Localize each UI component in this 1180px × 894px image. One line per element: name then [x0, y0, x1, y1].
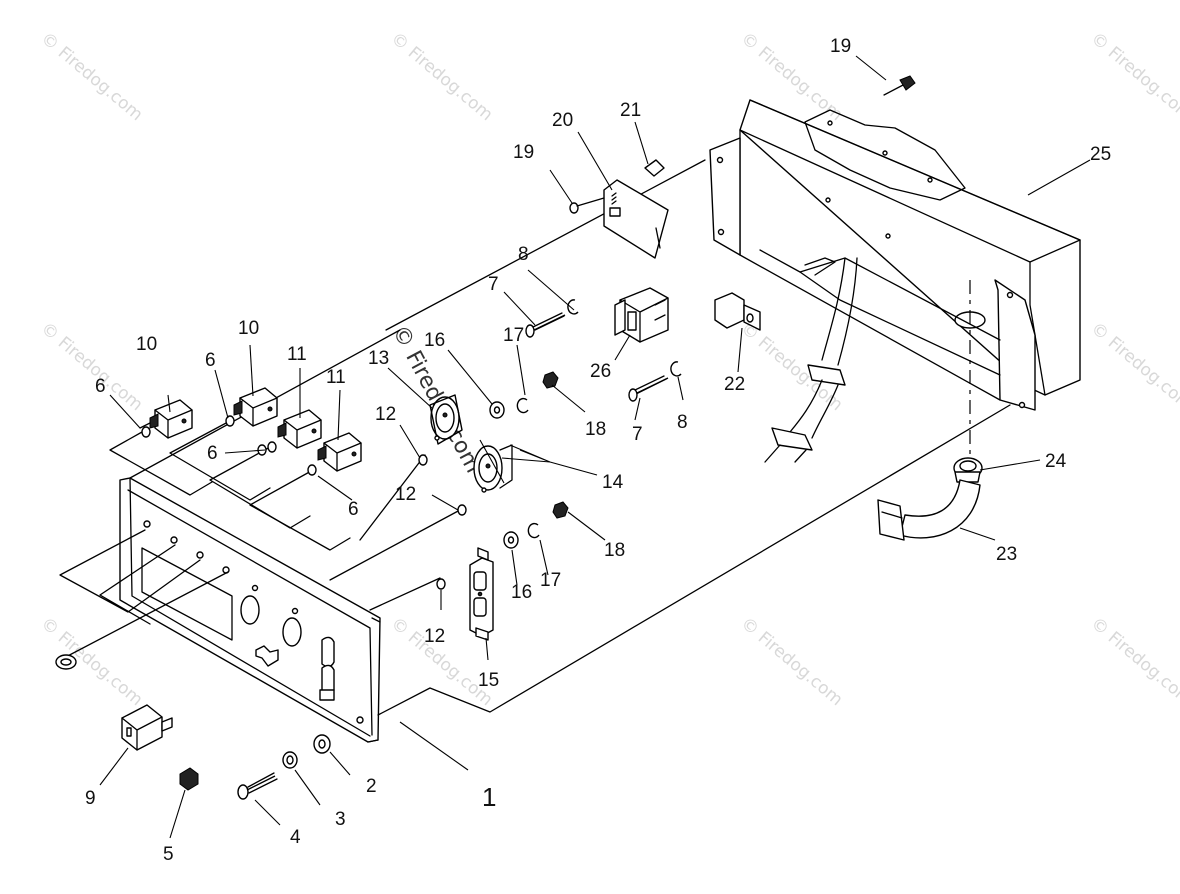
rocker-switch-9 — [121, 704, 173, 751]
callout-16b: 16 — [511, 582, 532, 603]
callout-11a: 11 — [287, 344, 307, 365]
callout-19a: 19 — [830, 36, 851, 57]
screw-19a — [569, 197, 605, 214]
callout-16a: 16 — [424, 330, 445, 351]
callout-23: 23 — [996, 544, 1017, 565]
callout-6d: 6 — [348, 499, 359, 520]
callout-21: 21 — [620, 100, 641, 121]
switch-part-10a — [139, 399, 193, 439]
wiring-guide-lines — [59, 421, 461, 661]
callout-25: 25 — [1090, 144, 1111, 165]
callout-14: 14 — [602, 472, 624, 493]
callout-18a: 18 — [585, 419, 606, 440]
callout-8a: 8 — [518, 244, 529, 265]
watermark-text: © Firedog.com — [1087, 319, 1180, 416]
callout-12c: 12 — [424, 626, 445, 647]
watermark-text: © Firedog.com — [37, 319, 147, 416]
callout-24: 24 — [1045, 451, 1067, 472]
grommet-24 — [953, 457, 983, 483]
screw-4 — [237, 772, 278, 800]
callout-7b: 7 — [632, 424, 643, 445]
watermark-text: © Firedog.com — [387, 29, 497, 126]
control-panel — [119, 477, 381, 743]
screws-7-washers-8 — [525, 299, 682, 402]
callout-11b: 11 — [326, 367, 346, 388]
spacer-21 — [644, 159, 665, 177]
callout-4: 4 — [290, 827, 301, 848]
screw-19b — [883, 75, 916, 96]
callout-15: 15 — [478, 670, 499, 691]
washer-2 — [313, 734, 331, 754]
hose-23 — [877, 479, 981, 541]
grommet-left — [55, 654, 77, 670]
watermark-text: © Firedog.com — [1087, 29, 1180, 126]
callout-6b: 6 — [205, 350, 216, 371]
callout-22: 22 — [724, 374, 745, 395]
callout-labels: 1 2 3 4 5 6 6 6 6 7 7 8 8 9 10 10 11 11 … — [85, 36, 1111, 865]
watermark-text: © Firedog.com — [737, 614, 847, 711]
hardware-12-16-17-18 — [418, 371, 569, 590]
callout-1: 1 — [482, 782, 496, 812]
watermark-text: © Firedog.com — [1087, 614, 1180, 711]
plug-5 — [179, 767, 199, 791]
callout-12a: 12 — [375, 404, 396, 425]
housing-box — [709, 99, 1081, 463]
circuit-board-20 — [603, 179, 669, 259]
callout-2: 2 — [366, 776, 377, 797]
switch-part-11a — [277, 409, 322, 449]
callout-17b: 17 — [540, 570, 561, 591]
receptacle-14 — [473, 444, 513, 493]
callout-5: 5 — [163, 844, 174, 865]
callout-8b: 8 — [677, 412, 688, 433]
relay-26 — [614, 287, 669, 343]
callout-20: 20 — [552, 110, 573, 131]
switch-part-10b — [233, 387, 278, 427]
receptacle-13 — [429, 394, 463, 445]
duplex-receptacle-15 — [469, 547, 494, 641]
callout-19b: 19 — [513, 142, 534, 163]
callout-7a: 7 — [488, 274, 499, 295]
watermark-text: © Firedog.com — [37, 29, 147, 126]
callout-17a: 17 — [503, 325, 524, 346]
washer-3 — [282, 751, 298, 769]
switch-part-11b — [317, 432, 362, 472]
callout-18b: 18 — [604, 540, 625, 561]
callout-10b: 10 — [238, 318, 259, 339]
callout-6a: 6 — [95, 376, 106, 397]
leader-lines — [99, 55, 1091, 839]
callout-10a: 10 — [136, 334, 157, 355]
callout-26: 26 — [590, 361, 611, 382]
callout-12b: 12 — [395, 484, 416, 505]
callout-13: 13 — [368, 348, 389, 369]
bracket-22 — [714, 292, 761, 331]
callout-9: 9 — [85, 788, 96, 809]
callout-3: 3 — [335, 809, 346, 830]
callout-6c: 6 — [207, 443, 218, 464]
watermark-text: © Firedog.com — [37, 614, 147, 711]
